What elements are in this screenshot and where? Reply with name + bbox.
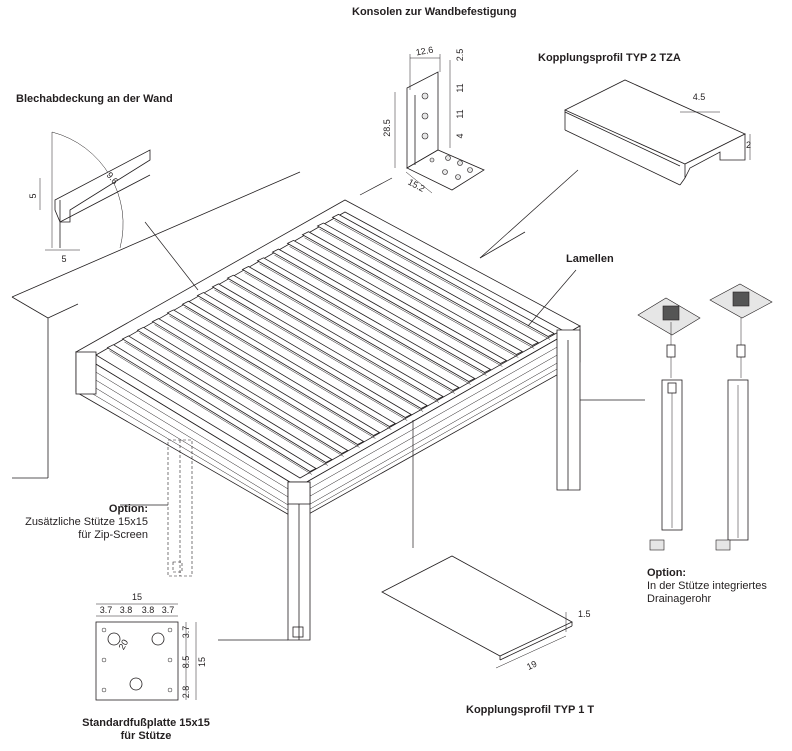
lamelle (196, 292, 413, 418)
lamelle (106, 344, 317, 472)
lamellen-group (106, 213, 555, 475)
lamelle-edge (154, 324, 360, 448)
fussplatte-line2: für Stütze (120, 730, 172, 742)
profile-1t-detail: 1.5 19 (381, 555, 591, 672)
dim-28-5: 28.5 (382, 119, 392, 137)
lamelle-edge (124, 341, 328, 466)
lamelle-edge (274, 254, 487, 376)
dim-4-5: 4.5 (693, 92, 706, 102)
option-left-title: Option: (108, 503, 148, 515)
plate-dim-3-8-a: 3.8 (120, 605, 133, 615)
option-right-title: Option: (647, 567, 687, 579)
bracket-detail: 12.6 2.5 11 11 4 28.5 15.2 (359, 45, 485, 196)
option-left-line1: Zusätzliche Stütze 15x15 (25, 516, 148, 528)
lamelle (271, 248, 492, 373)
option-right-block: Option: In der Stütze integriertes Drain… (647, 567, 767, 606)
plate-dim-hole: 20 (117, 638, 131, 652)
label-kopplung-tza: Kopplungsprofil TYP 2 TZA (538, 52, 681, 64)
dim-2-5: 2.5 (455, 49, 465, 62)
lamelle-edge (184, 307, 392, 430)
lamelle (181, 300, 397, 427)
lamellen-leader (527, 269, 577, 327)
flashing-detail: 5 5 9.6 (28, 131, 199, 291)
plate-dim-r-15: 15 (197, 657, 207, 667)
lamelle (301, 231, 524, 355)
lamelle (136, 326, 349, 454)
option-right-line1: In der Stütze integriertes (647, 580, 767, 592)
dim-15-2: 15.2 (406, 177, 426, 194)
lamelle (226, 274, 444, 400)
lamelle (166, 309, 381, 436)
dim-12-6: 12.6 (415, 45, 434, 58)
lamelle (151, 318, 365, 445)
option-left-line2: für Zip-Screen (78, 529, 148, 541)
label-kopplung-1t: Kopplungsprofil TYP 1 T (466, 704, 595, 716)
lamelle (211, 283, 428, 409)
dim-2: 2 (746, 140, 751, 150)
lamelle-edge (139, 333, 344, 457)
lamelle-edge (199, 298, 408, 421)
plate-dim-r-3-7: 3.7 (181, 626, 191, 639)
plate-dim-3-7-a: 3.7 (100, 605, 113, 615)
option-right-line2: Drainagerohr (647, 593, 712, 605)
posts (75, 329, 581, 641)
plate-dim-2-8: 2.8 (181, 686, 191, 699)
fussplatte-block: Standardfußplatte 15x15 für Stütze (64, 717, 228, 743)
lamelle (286, 239, 508, 364)
label-konsolen: Konsolen zur Wandbefestigung (352, 6, 517, 18)
plate-dim-15: 15 (132, 592, 142, 602)
lamelle-edge (109, 350, 313, 475)
label-lamellen: Lamellen (566, 253, 614, 265)
drainage-posts (580, 283, 773, 551)
lamelle-edge (259, 263, 471, 385)
lamelle (121, 335, 333, 463)
base-plate-detail: 15 3.7 3.8 3.8 3.7 3.7 8.5 2.8 15 20 (95, 592, 207, 701)
fussplatte-line1: Standardfußplatte 15x15 (82, 717, 210, 729)
lamelle-edge (319, 228, 535, 349)
dim-5-horizontal: 5 (61, 254, 66, 264)
lamelle-edge (289, 246, 503, 367)
dim-19: 19 (525, 659, 538, 672)
plate-dim-3-8-b: 3.8 (142, 605, 155, 615)
label-blechabdeckung: Blechabdeckung an der Wand (16, 93, 173, 105)
dim-5-vertical: 5 (28, 193, 38, 198)
option-left-block: Option: Zusätzliche Stütze 15x15 für Zip… (14, 503, 148, 542)
lamelle-edge (244, 272, 455, 394)
lamelle-edge (214, 289, 424, 412)
lamelle (241, 266, 460, 391)
lamelle-edge (169, 315, 376, 439)
lamelle-edge (334, 220, 551, 340)
plate-dim-8-5: 8.5 (181, 656, 191, 669)
dim-11-b: 11 (455, 109, 465, 118)
tza-profile-detail: 4.5 2 (479, 79, 751, 259)
dim-11-a: 11 (455, 83, 465, 92)
lamelle (256, 257, 476, 382)
dim-4: 4 (455, 133, 465, 138)
lamelle-edge (229, 280, 440, 403)
lamelle (316, 222, 540, 346)
plate-dim-3-7-b: 3.7 (162, 605, 175, 615)
dim-1-5: 1.5 (578, 609, 591, 619)
lamelle (331, 213, 555, 337)
lamelle-edge (304, 237, 519, 358)
